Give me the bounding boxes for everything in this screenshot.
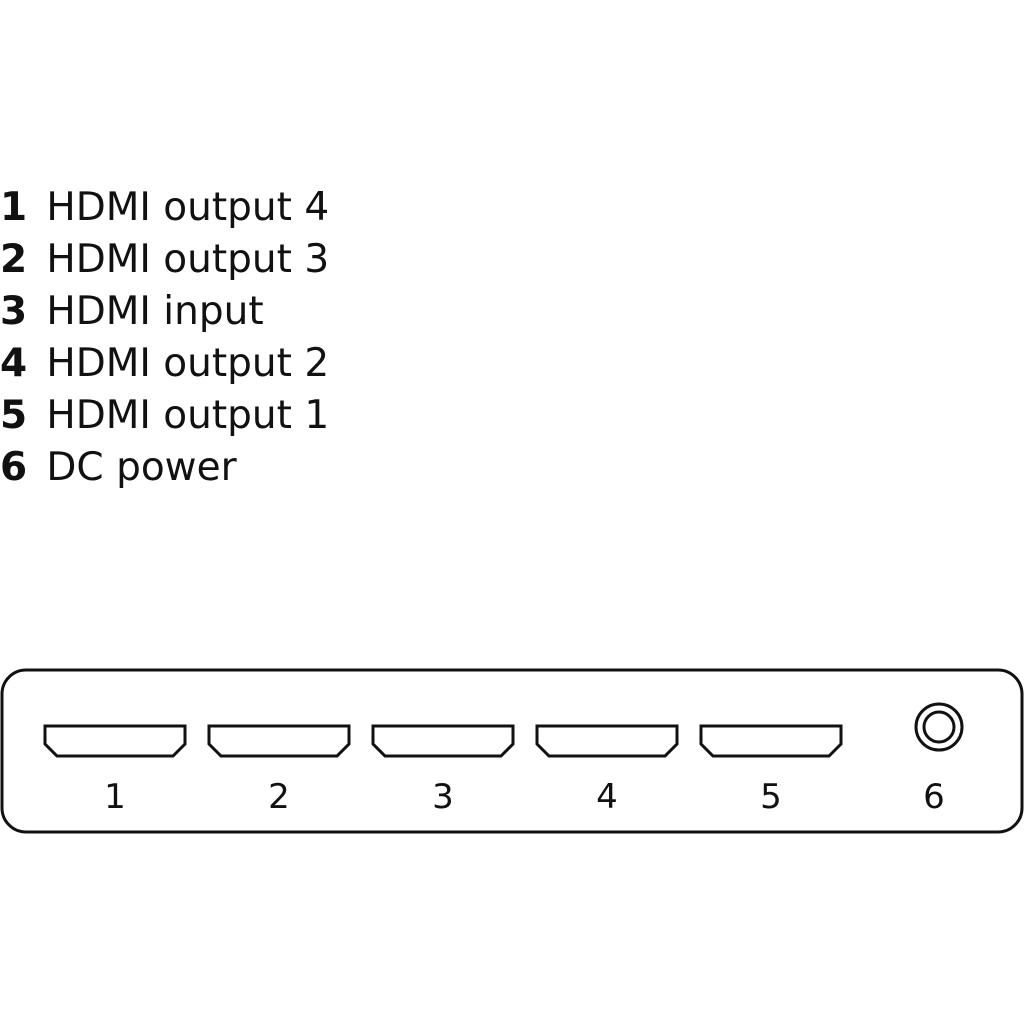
hdmi-port-icon bbox=[43, 724, 187, 758]
legend-item-2: 2 HDMI output 3 bbox=[0, 234, 329, 286]
legend-label: DC power bbox=[46, 445, 237, 490]
port-label: 6 bbox=[923, 777, 945, 817]
device-housing bbox=[0, 668, 1024, 834]
hdmi-port-1: 1 bbox=[43, 724, 187, 817]
legend-label: HDMI output 4 bbox=[46, 185, 330, 230]
legend-number: 1 bbox=[0, 185, 28, 230]
port-label: 1 bbox=[104, 777, 126, 817]
legend-label: HDMI input bbox=[46, 289, 264, 334]
legend-item-1: 1 HDMI output 4 bbox=[0, 182, 329, 234]
port-label: 5 bbox=[760, 777, 782, 817]
hdmi-port-icon bbox=[207, 724, 351, 758]
port-label: 4 bbox=[596, 777, 618, 817]
hdmi-port-icon bbox=[371, 724, 515, 758]
hdmi-port-2: 2 bbox=[207, 724, 351, 817]
legend-number: 4 bbox=[0, 341, 28, 386]
legend-item-6: 6 DC power bbox=[0, 442, 329, 494]
legend-number: 5 bbox=[0, 393, 28, 438]
legend-label: HDMI output 1 bbox=[46, 393, 330, 438]
hdmi-port-icon bbox=[699, 724, 843, 758]
legend-item-5: 5 HDMI output 1 bbox=[0, 390, 329, 442]
hdmi-port-3: 3 bbox=[371, 724, 515, 817]
dc-power-port: 6 bbox=[914, 702, 964, 817]
legend-label: HDMI output 2 bbox=[46, 341, 330, 386]
hdmi-port-4: 4 bbox=[535, 724, 679, 817]
hdmi-port-5: 5 bbox=[699, 724, 843, 817]
port-legend: 1 HDMI output 4 2 HDMI output 3 3 HDMI i… bbox=[0, 182, 329, 494]
legend-number: 3 bbox=[0, 289, 28, 334]
legend-item-4: 4 HDMI output 2 bbox=[0, 338, 329, 390]
legend-item-3: 3 HDMI input bbox=[0, 286, 329, 338]
dc-jack-inner-ring-icon bbox=[922, 710, 956, 744]
legend-number: 6 bbox=[0, 445, 28, 490]
port-label: 2 bbox=[268, 777, 290, 817]
hdmi-port-icon bbox=[535, 724, 679, 758]
dc-jack-outer-ring-icon bbox=[914, 702, 964, 752]
legend-number: 2 bbox=[0, 237, 28, 282]
legend-label: HDMI output 3 bbox=[46, 237, 330, 282]
port-label: 3 bbox=[432, 777, 454, 817]
